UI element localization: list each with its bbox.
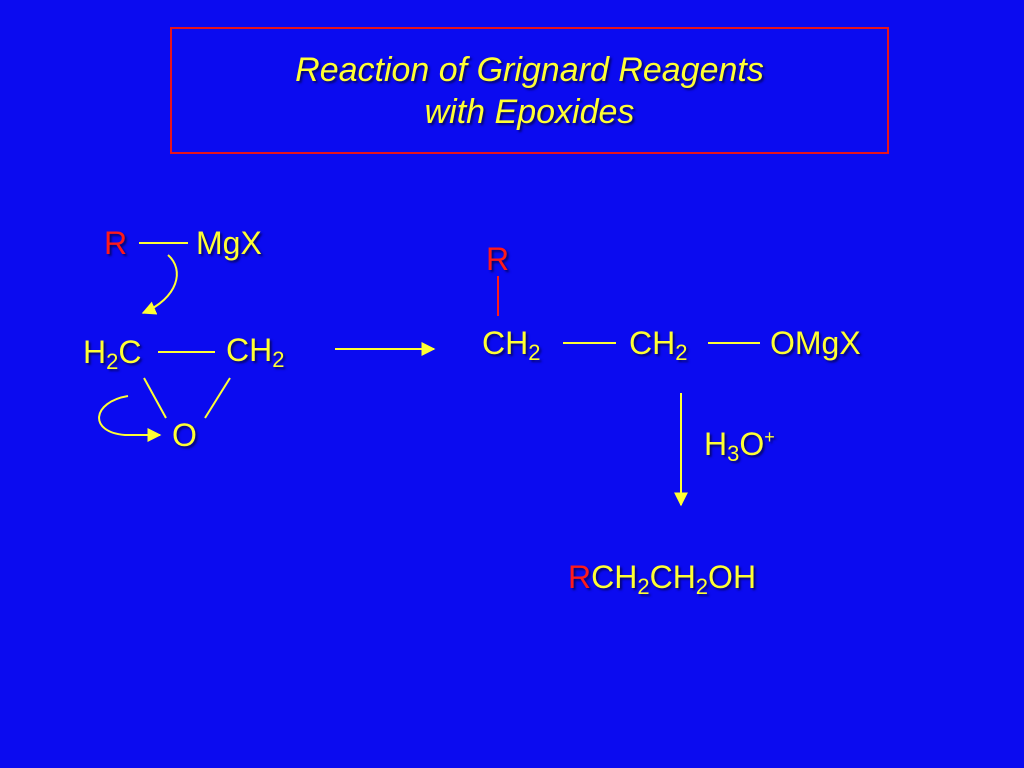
curved-arrow-nucleophile xyxy=(141,254,178,315)
bond-c-o-left xyxy=(143,377,167,419)
product-r-group: R xyxy=(568,559,592,595)
bond-c-o-right xyxy=(204,377,231,419)
workup-reagent: H3O+ xyxy=(704,426,775,465)
curved-arrow-ring-opening xyxy=(98,395,162,442)
reagent-o: O xyxy=(739,426,765,462)
title-box: Reaction of Grignard Reagents with Epoxi… xyxy=(170,27,889,154)
reagent-charge: + xyxy=(764,427,775,447)
reagent-h: H xyxy=(704,426,728,462)
product-subscript-1: 2 xyxy=(637,574,650,599)
epoxide-h2c: H2C xyxy=(83,334,142,373)
intermediate-ch2-b-ch: CH xyxy=(629,325,676,361)
product-ch-1: CH xyxy=(591,559,638,595)
intermediate-omgx: OMgX xyxy=(770,325,861,361)
intermediate-r-group: R xyxy=(486,241,510,277)
epoxide-ch2-ch: CH xyxy=(226,332,273,368)
epoxide-h2c-subscript: 2 xyxy=(106,349,119,374)
grignard-r-group: R xyxy=(104,225,128,261)
epoxide-oxygen: O xyxy=(172,417,197,453)
product-oh: OH xyxy=(708,559,757,595)
title-line-2: with Epoxides xyxy=(424,92,635,131)
epoxide-h2c-h: H xyxy=(83,334,107,370)
product-subscript-2: 2 xyxy=(695,574,709,599)
intermediate-ch2-b-subscript: 2 xyxy=(675,340,688,365)
intermediate-ch2-a-ch: CH xyxy=(482,325,529,361)
epoxide-h2c-c: C xyxy=(118,334,142,370)
grignard-mgx: MgX xyxy=(196,225,262,261)
intermediate-ch2-a: CH2 xyxy=(482,325,540,364)
title-line-1: Reaction of Grignard Reagents xyxy=(295,50,764,89)
epoxide-ch2: CH2 xyxy=(226,332,284,371)
product-alcohol: RCH2CH2OH xyxy=(568,559,757,598)
epoxide-ch2-subscript: 2 xyxy=(272,347,285,372)
intermediate-ch2-b: CH2 xyxy=(629,325,687,364)
intermediate-ch2-a-subscript: 2 xyxy=(528,340,541,365)
reagent-h-subscript: 3 xyxy=(727,441,740,466)
product-ch-2: CH xyxy=(649,559,696,595)
